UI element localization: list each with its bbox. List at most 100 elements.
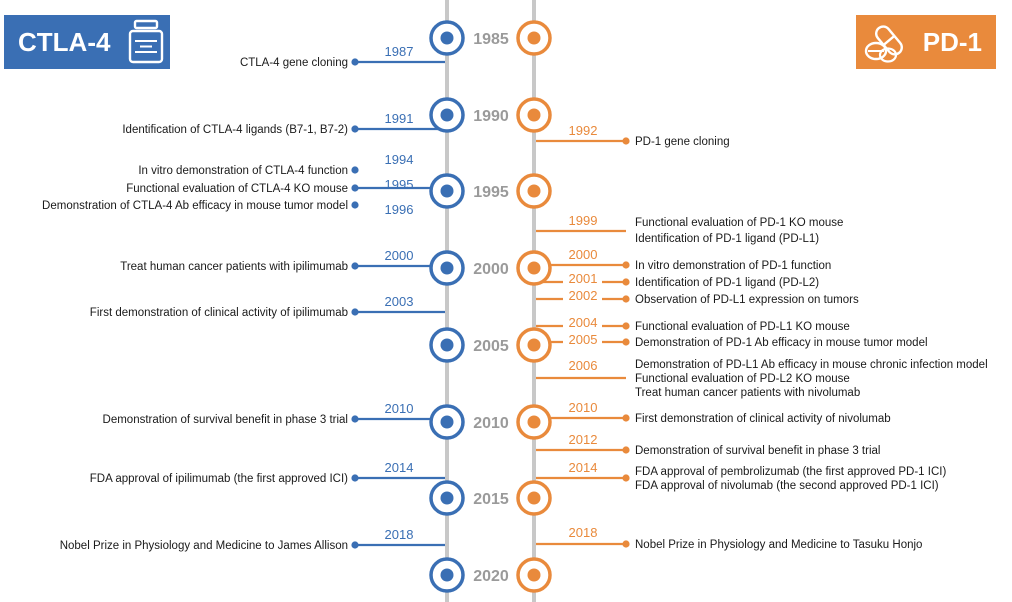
pd1-event-text: Functional evaluation of PD-L2 KO mouse — [635, 373, 850, 385]
ctla4-event-dot — [351, 58, 359, 66]
ctla4-event-year: 2014 — [385, 460, 414, 475]
ctla4-event-dot — [351, 166, 359, 174]
axis-year-label: 2020 — [473, 568, 509, 585]
ctla4-axis-marker-dot — [440, 568, 454, 582]
pd1-event-text: First demonstration of clinical activity… — [635, 413, 891, 425]
pd1-axis-marker-dot — [527, 338, 541, 352]
ctla4-event-dot — [351, 184, 359, 192]
pd1-header-label: PD-1 — [922, 26, 982, 57]
ctla4-event-year: 1995 — [385, 177, 414, 192]
pd1-event-text: Demonstration of survival benefit in pha… — [635, 445, 880, 457]
pd1-event-dot — [622, 540, 630, 548]
pd1-axis-marker-dot — [527, 108, 541, 122]
axis-year-label: 2000 — [473, 261, 509, 278]
pd1-event-year: 2002 — [569, 288, 598, 303]
pd1-axis-marker-dot — [527, 415, 541, 429]
pd1-event-dot — [622, 261, 630, 269]
ctla4-event-dot — [351, 201, 359, 209]
ctla4-event-text: First demonstration of clinical activity… — [90, 307, 348, 319]
pd1-event-text: PD-1 gene cloning — [635, 136, 730, 148]
pd1-event-text: Demonstration of PD-1 Ab efficacy in mou… — [635, 337, 928, 349]
ctla4-axis-marker-dot — [440, 491, 454, 505]
axis-year-label: 1985 — [473, 31, 509, 48]
ctla4-event-dot — [351, 262, 359, 270]
axis-year-label: 2010 — [473, 415, 509, 432]
ctla4-event-dot — [351, 308, 359, 316]
pd1-event-year: 1999 — [569, 213, 598, 228]
axis-year-label: 1995 — [473, 184, 509, 201]
ctla4-event-year: 2010 — [385, 401, 414, 416]
pd1-event-year: 2004 — [569, 315, 598, 330]
axis-year-label: 1990 — [473, 108, 509, 125]
ctla4-event-text: CTLA-4 gene cloning — [240, 57, 348, 69]
ctla4-axis-marker-dot — [440, 338, 454, 352]
ctla4-axis-marker-dot — [440, 31, 454, 45]
pd1-event-text: FDA approval of nivolumab (the second ap… — [635, 480, 939, 492]
pd1-axis-marker-dot — [527, 261, 541, 275]
pd1-event-text: Treat human cancer patients with nivolum… — [635, 387, 860, 399]
ctla4-event-text: Identification of CTLA-4 ligands (B7-1, … — [122, 124, 348, 136]
pd1-event-dot — [622, 338, 630, 346]
axis-year-label: 2015 — [473, 491, 509, 508]
pd1-event-year: 2001 — [569, 271, 598, 286]
pd1-event-dot — [622, 474, 630, 482]
pd1-event-text: Demonstration of PD-L1 Ab efficacy in mo… — [635, 359, 988, 371]
ctla4-event-dot — [351, 541, 359, 549]
pd1-event-year: 2006 — [569, 358, 598, 373]
pd1-event-year: 2018 — [569, 525, 598, 540]
pd1-header-badge: PD-1 — [856, 15, 996, 69]
pd1-event-year: 2010 — [569, 400, 598, 415]
pd1-event-year: 2000 — [569, 247, 598, 262]
ctla4-event-year: 2000 — [385, 248, 414, 263]
ctla4-event-dot — [351, 125, 359, 133]
ctla4-event-text: In vitro demonstration of CTLA-4 functio… — [138, 165, 348, 177]
pd1-axis-marker-dot — [527, 568, 541, 582]
medicine-bottle-icon — [128, 19, 164, 64]
ctla4-event-text: FDA approval of ipilimumab (the first ap… — [90, 473, 348, 485]
pd1-event-year: 1992 — [569, 123, 598, 138]
ctla4-event-year: 2003 — [385, 294, 414, 309]
pd1-event-text: Functional evaluation of PD-1 KO mouse — [635, 217, 843, 229]
pd1-event-dot — [622, 446, 630, 454]
pd1-event-dot — [622, 278, 630, 286]
pd1-event-year: 2012 — [569, 432, 598, 447]
ctla4-axis-marker-dot — [440, 261, 454, 275]
ctla4-header-badge: CTLA-4 — [4, 15, 170, 69]
pd1-event-year: 2014 — [569, 460, 598, 475]
ctla4-event-year: 1994 — [385, 152, 414, 167]
pd1-event-text: Identification of PD-1 ligand (PD-L1) — [635, 233, 819, 245]
ctla4-event-dot — [351, 474, 359, 482]
pd1-event-text: FDA approval of pembrolizumab (the first… — [635, 466, 946, 478]
ctla4-axis-marker-dot — [440, 184, 454, 198]
pd1-event-dot — [622, 137, 630, 145]
pd1-event-dot — [622, 414, 630, 422]
pd1-event-text: Nobel Prize in Physiology and Medicine t… — [635, 539, 922, 551]
pd1-event-dot — [622, 322, 630, 330]
pd1-axis-marker-dot — [527, 31, 541, 45]
pd1-event-text: Identification of PD-1 ligand (PD-L2) — [635, 277, 819, 289]
ctla4-event-year: 1996 — [385, 202, 414, 217]
pd1-event-text: Observation of PD-L1 expression on tumor… — [635, 294, 859, 306]
pd1-event-text: Functional evaluation of PD-L1 KO mouse — [635, 321, 850, 333]
pd1-axis-marker-dot — [527, 491, 541, 505]
ctla4-event-text: Demonstration of CTLA-4 Ab efficacy in m… — [42, 200, 348, 212]
pd1-event-year: 2005 — [569, 332, 598, 347]
axis-year-label: 2005 — [473, 338, 509, 355]
pd1-event-dot — [622, 295, 630, 303]
ctla4-event-year: 2018 — [385, 527, 414, 542]
pd1-axis-marker-dot — [527, 184, 541, 198]
ctla4-axis-marker-dot — [440, 108, 454, 122]
ctla4-event-year: 1987 — [385, 44, 414, 59]
pills-icon — [864, 25, 903, 63]
ctla4-event-text: Treat human cancer patients with ipilimu… — [120, 261, 348, 273]
ctla4-axis-marker-dot — [440, 415, 454, 429]
ctla4-event-dot — [351, 415, 359, 423]
ctla4-header-label: CTLA-4 — [18, 26, 111, 57]
pd1-event-text: In vitro demonstration of PD-1 function — [635, 260, 831, 272]
ctla4-event-text: Nobel Prize in Physiology and Medicine t… — [60, 540, 348, 552]
ctla4-event-text: Demonstration of survival benefit in pha… — [103, 414, 348, 426]
ctla4-event-year: 1991 — [385, 111, 414, 126]
ctla4-event-text: Functional evaluation of CTLA-4 KO mouse — [126, 183, 348, 195]
